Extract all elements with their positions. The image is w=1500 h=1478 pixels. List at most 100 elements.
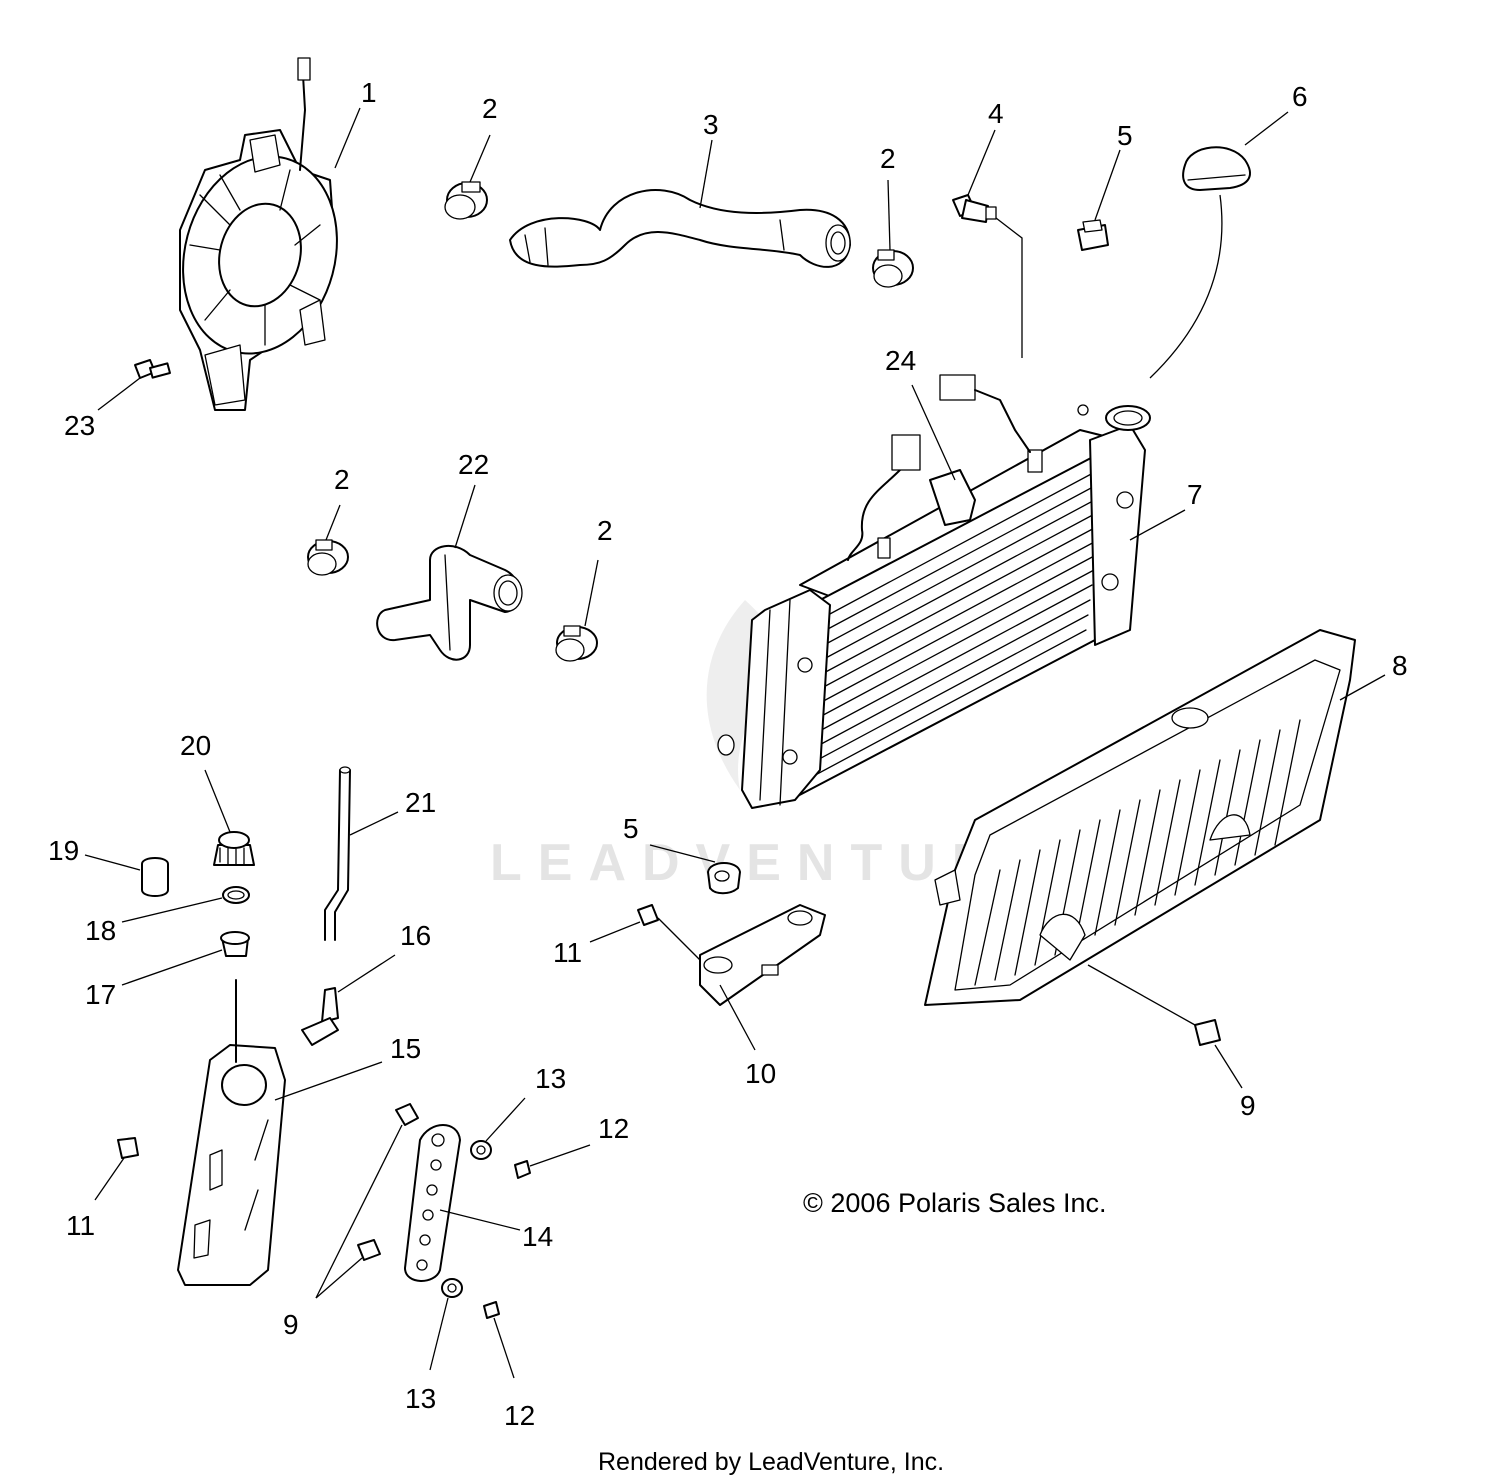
grommet-top[interactable] [1077, 219, 1109, 251]
clamp-mid-right[interactable] [555, 625, 598, 662]
callout-24: 24 [885, 345, 956, 481]
callout-label-3: 3 [703, 109, 719, 140]
callout-label-11a: 11 [553, 937, 582, 968]
callout-label-15: 15 [390, 1033, 421, 1064]
callout-2b: 2 [880, 143, 896, 251]
callout-4: 4 [967, 98, 1023, 358]
callout-21: 21 [349, 787, 436, 836]
callout-label-2b: 2 [880, 143, 896, 174]
temperature-sensor[interactable] [952, 194, 997, 223]
screw-bracket-upper[interactable] [395, 1103, 419, 1126]
callout-label-20: 20 [180, 730, 211, 761]
callout-5b: 5 [623, 813, 716, 863]
callout-label-13a: 13 [535, 1063, 566, 1094]
callout-2a: 2 [469, 93, 498, 183]
washer-upper[interactable] [470, 1140, 492, 1160]
callout-20: 20 [180, 730, 231, 833]
callout-label-5b: 5 [623, 813, 639, 844]
callout-11a: 11 [553, 917, 701, 968]
callout-label-2d: 2 [597, 515, 613, 546]
washer-lower[interactable] [441, 1278, 463, 1298]
callout-16: 16 [337, 920, 431, 993]
bottle-cap[interactable] [213, 831, 255, 866]
callout-label-12b: 12 [504, 1400, 535, 1431]
callout-label-6: 6 [1292, 81, 1308, 112]
callout-8: 8 [1339, 650, 1408, 701]
callout-label-18: 18 [85, 915, 116, 946]
overflow-tube[interactable] [324, 766, 351, 941]
clamp-top-left[interactable] [444, 181, 488, 220]
callout-label-14: 14 [522, 1221, 553, 1252]
callout-label-8: 8 [1392, 650, 1408, 681]
callout-label-11b: 11 [66, 1210, 95, 1241]
radiator[interactable] [717, 374, 1151, 809]
callout-9a: 9 [1087, 964, 1256, 1121]
callout-15: 15 [274, 1033, 421, 1101]
callout-label-2c: 2 [334, 464, 350, 495]
callout-label-22: 22 [458, 449, 489, 480]
callout-label-17: 17 [85, 979, 116, 1010]
radiator-cap[interactable] [1182, 146, 1251, 191]
rivet-bottle[interactable] [117, 1137, 139, 1159]
callout-2d: 2 [584, 515, 613, 627]
callout-label-23: 23 [64, 410, 95, 441]
callout-23: 23 [64, 377, 141, 441]
callout-label-9b: 9 [283, 1309, 299, 1340]
callout-label-13b: 13 [405, 1383, 436, 1414]
callout-label-12a: 12 [598, 1113, 629, 1144]
callout-12a: 12 [529, 1113, 629, 1167]
callout-1: 1 [334, 77, 377, 169]
callout-3: 3 [699, 109, 719, 209]
callout-label-4: 4 [988, 98, 1004, 129]
callout-13b: 13 [405, 1297, 449, 1414]
callout-12b: 12 [493, 1317, 535, 1431]
fan-assembly[interactable] [162, 57, 359, 411]
callout-label-19: 19 [48, 835, 79, 866]
callout-2c: 2 [325, 464, 350, 541]
callout-17: 17 [85, 949, 223, 1010]
bottle-plug[interactable] [141, 857, 169, 897]
bottle-neck[interactable] [220, 931, 250, 957]
callout-10: 10 [719, 984, 776, 1089]
rivet-bracket[interactable] [637, 904, 659, 926]
screen-screw[interactable] [1194, 1019, 1221, 1046]
callout-13a: 13 [485, 1063, 566, 1142]
o-ring[interactable] [222, 886, 250, 904]
callout-label-16: 16 [400, 920, 431, 951]
callout-label-9a: 9 [1240, 1090, 1256, 1121]
bracket[interactable] [699, 904, 826, 1006]
callout-label-24: 24 [885, 345, 916, 376]
callout-7: 7 [1129, 479, 1203, 541]
nut-upper[interactable] [514, 1160, 531, 1179]
fan-screw[interactable] [134, 359, 171, 379]
clamp-mid-left[interactable] [307, 539, 349, 576]
callout-label-1: 1 [361, 77, 377, 108]
elbow-fitting[interactable] [301, 987, 339, 1046]
copyright-text: © 2006 Polaris Sales Inc. [803, 1188, 1107, 1218]
callout-5a: 5 [1094, 120, 1133, 221]
hose-lower[interactable] [376, 545, 523, 661]
callout-6: 6 [1149, 81, 1308, 379]
mount-strap[interactable] [404, 1124, 461, 1282]
grommet-mid[interactable] [707, 862, 741, 895]
clamp-top-right[interactable] [872, 249, 914, 288]
callout-label-2a: 2 [482, 93, 498, 124]
callout-11b: 11 [66, 1157, 125, 1241]
hose-upper[interactable] [509, 189, 851, 268]
rendered-by-text: Rendered by LeadVenture, Inc. [598, 1448, 944, 1476]
callout-22: 22 [454, 449, 489, 549]
callout-14: 14 [439, 1209, 553, 1252]
screw-bracket-lower[interactable] [357, 1239, 381, 1261]
callout-label-5a: 5 [1117, 120, 1133, 151]
callout-18: 18 [85, 897, 223, 946]
callout-label-7: 7 [1187, 479, 1203, 510]
nut-lower[interactable] [483, 1301, 500, 1319]
callout-9b: 9 [283, 1124, 403, 1340]
callout-label-21: 21 [405, 787, 436, 818]
callout-label-10: 10 [745, 1058, 776, 1089]
recovery-bottle[interactable] [177, 979, 286, 1286]
callout-19: 19 [48, 835, 141, 871]
radiator-screen[interactable] [924, 629, 1356, 1006]
